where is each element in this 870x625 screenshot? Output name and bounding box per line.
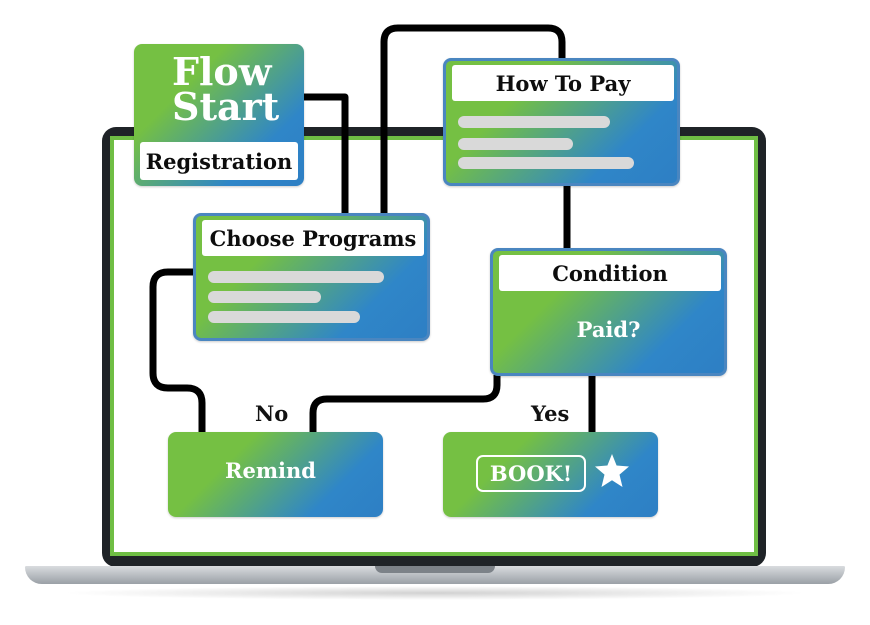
placeholder-bar (458, 116, 610, 128)
laptop-base (25, 566, 845, 584)
how-to-pay-label: How To Pay (452, 65, 674, 101)
registration-label: Registration (140, 142, 298, 180)
laptop-shadow (60, 586, 810, 600)
connector-condition-to-remind (309, 375, 501, 433)
how-to-pay-card: How To Pay (443, 58, 680, 186)
placeholder-bar (208, 311, 360, 323)
remind-card[interactable]: Remind (168, 432, 383, 517)
laptop-notch (375, 566, 495, 573)
condition-label: Condition (499, 255, 721, 291)
placeholder-bar (208, 291, 321, 303)
paid-question: Paid? (576, 317, 641, 342)
condition-card: Condition Paid? (490, 248, 727, 376)
connector-start-to-programs (300, 93, 349, 220)
flow-start-card: Flow Start Registration (134, 44, 304, 186)
flow-start-title-line1: Flow (172, 49, 272, 94)
choose-programs-label: Choose Programs (202, 220, 424, 256)
placeholder-bar (458, 157, 634, 169)
book-card: BOOK! (443, 432, 658, 517)
placeholder-bar (208, 271, 384, 283)
star-icon (593, 452, 631, 490)
branch-yes-label: Yes (531, 401, 570, 426)
choose-programs-card: Choose Programs (193, 213, 430, 341)
book-button[interactable]: BOOK! (476, 455, 586, 492)
connector-programs-to-remind (149, 268, 206, 433)
flow-start-title-line2: Start (172, 84, 280, 129)
branch-no-label: No (255, 401, 289, 426)
flow-start-title: Flow Start (172, 49, 292, 129)
remind-label: Remind (225, 458, 316, 483)
placeholder-bar (458, 138, 573, 150)
connector-programs-to-pay (380, 24, 566, 215)
